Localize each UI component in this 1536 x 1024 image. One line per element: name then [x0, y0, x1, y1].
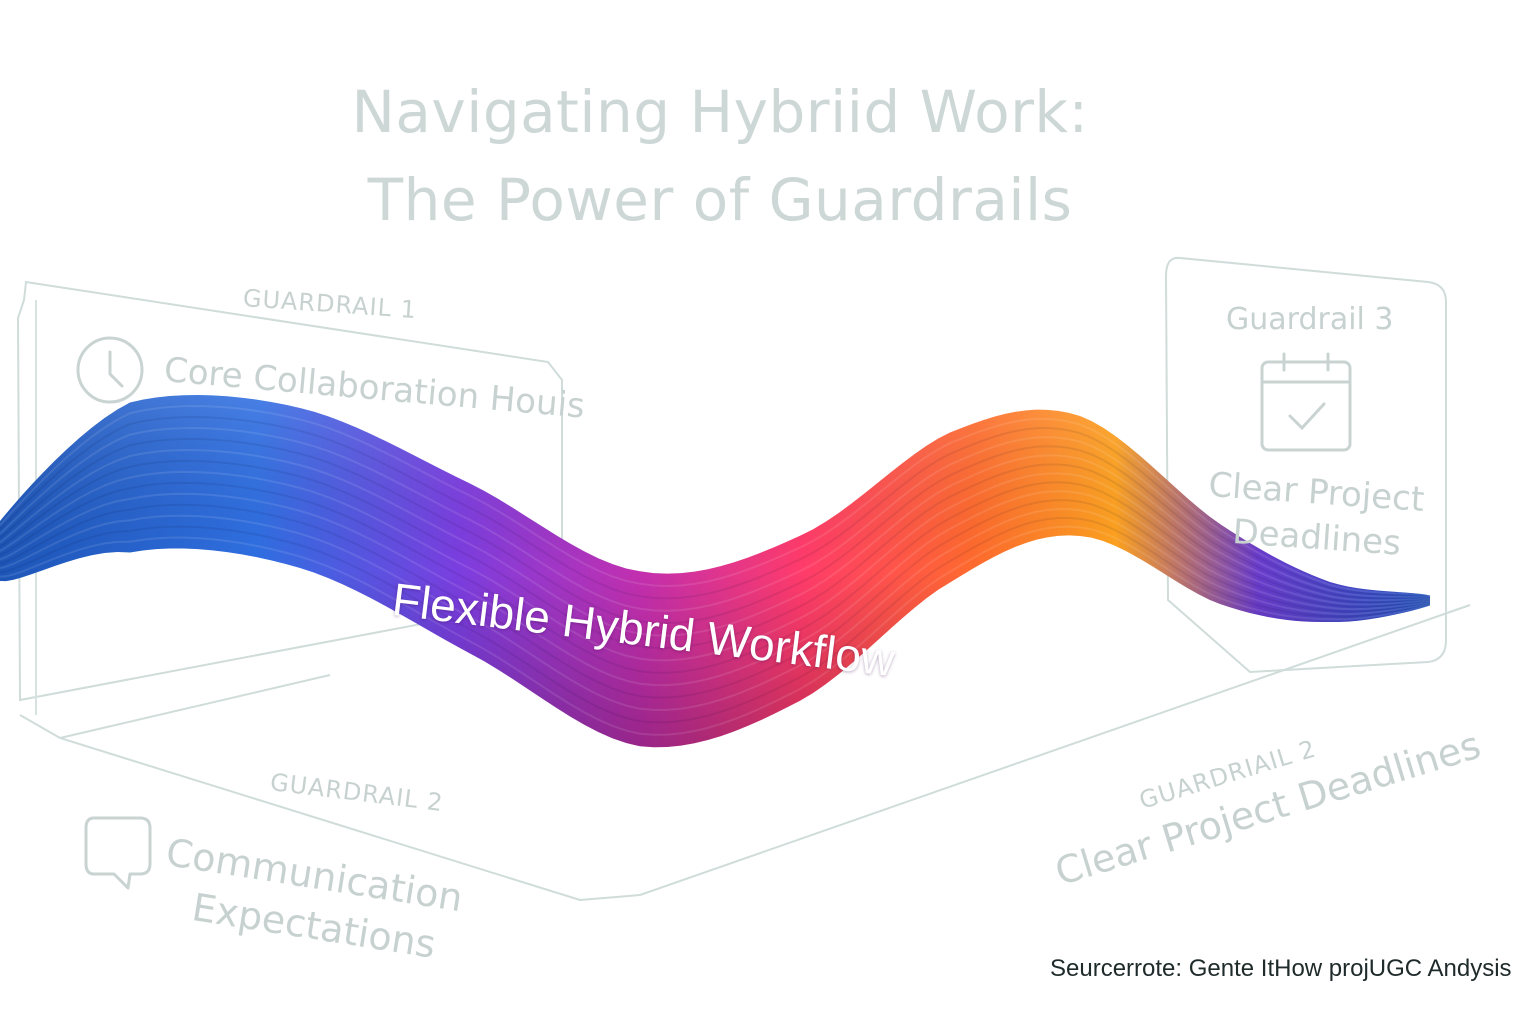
ribbon-fibre [0, 427, 1431, 612]
floor-outline [19, 604, 1471, 902]
source-note: Seurcerrote: Gente ItHow projUGC Andysis [1050, 955, 1512, 982]
ribbon-fibre [0, 516, 1431, 724]
ribbon-fibre [0, 508, 1431, 711]
ribbon-fibre [0, 405, 1431, 598]
ribbon-fibre [0, 499, 1431, 699]
right-panel-outline [1164, 256, 1447, 674]
flexible-workflow-ribbon [0, 395, 1431, 748]
ribbon-fibre [0, 525, 1431, 736]
ribbon-fibre [0, 448, 1431, 637]
floor-back-edge [59, 674, 331, 739]
ribbon-fibre [0, 490, 1431, 687]
clock-icon [76, 336, 144, 404]
right-panel-tag: Guardrail 3 [1226, 302, 1394, 337]
ribbon-shading [0, 395, 1430, 748]
chat-bubble-icon [84, 816, 152, 890]
page-title-line-1: Navigating Hybriid Work: [351, 78, 1089, 146]
ribbon-fibre [0, 416, 1431, 600]
page-title-line-2: The Power of Guardrails [367, 166, 1073, 234]
ribbon-fibre [0, 459, 1431, 649]
ribbon-fibre [0, 481, 1431, 674]
ribbon-fibre [0, 470, 1431, 662]
calendar-check-icon [1260, 352, 1352, 452]
ribbon-fibre [0, 438, 1431, 625]
